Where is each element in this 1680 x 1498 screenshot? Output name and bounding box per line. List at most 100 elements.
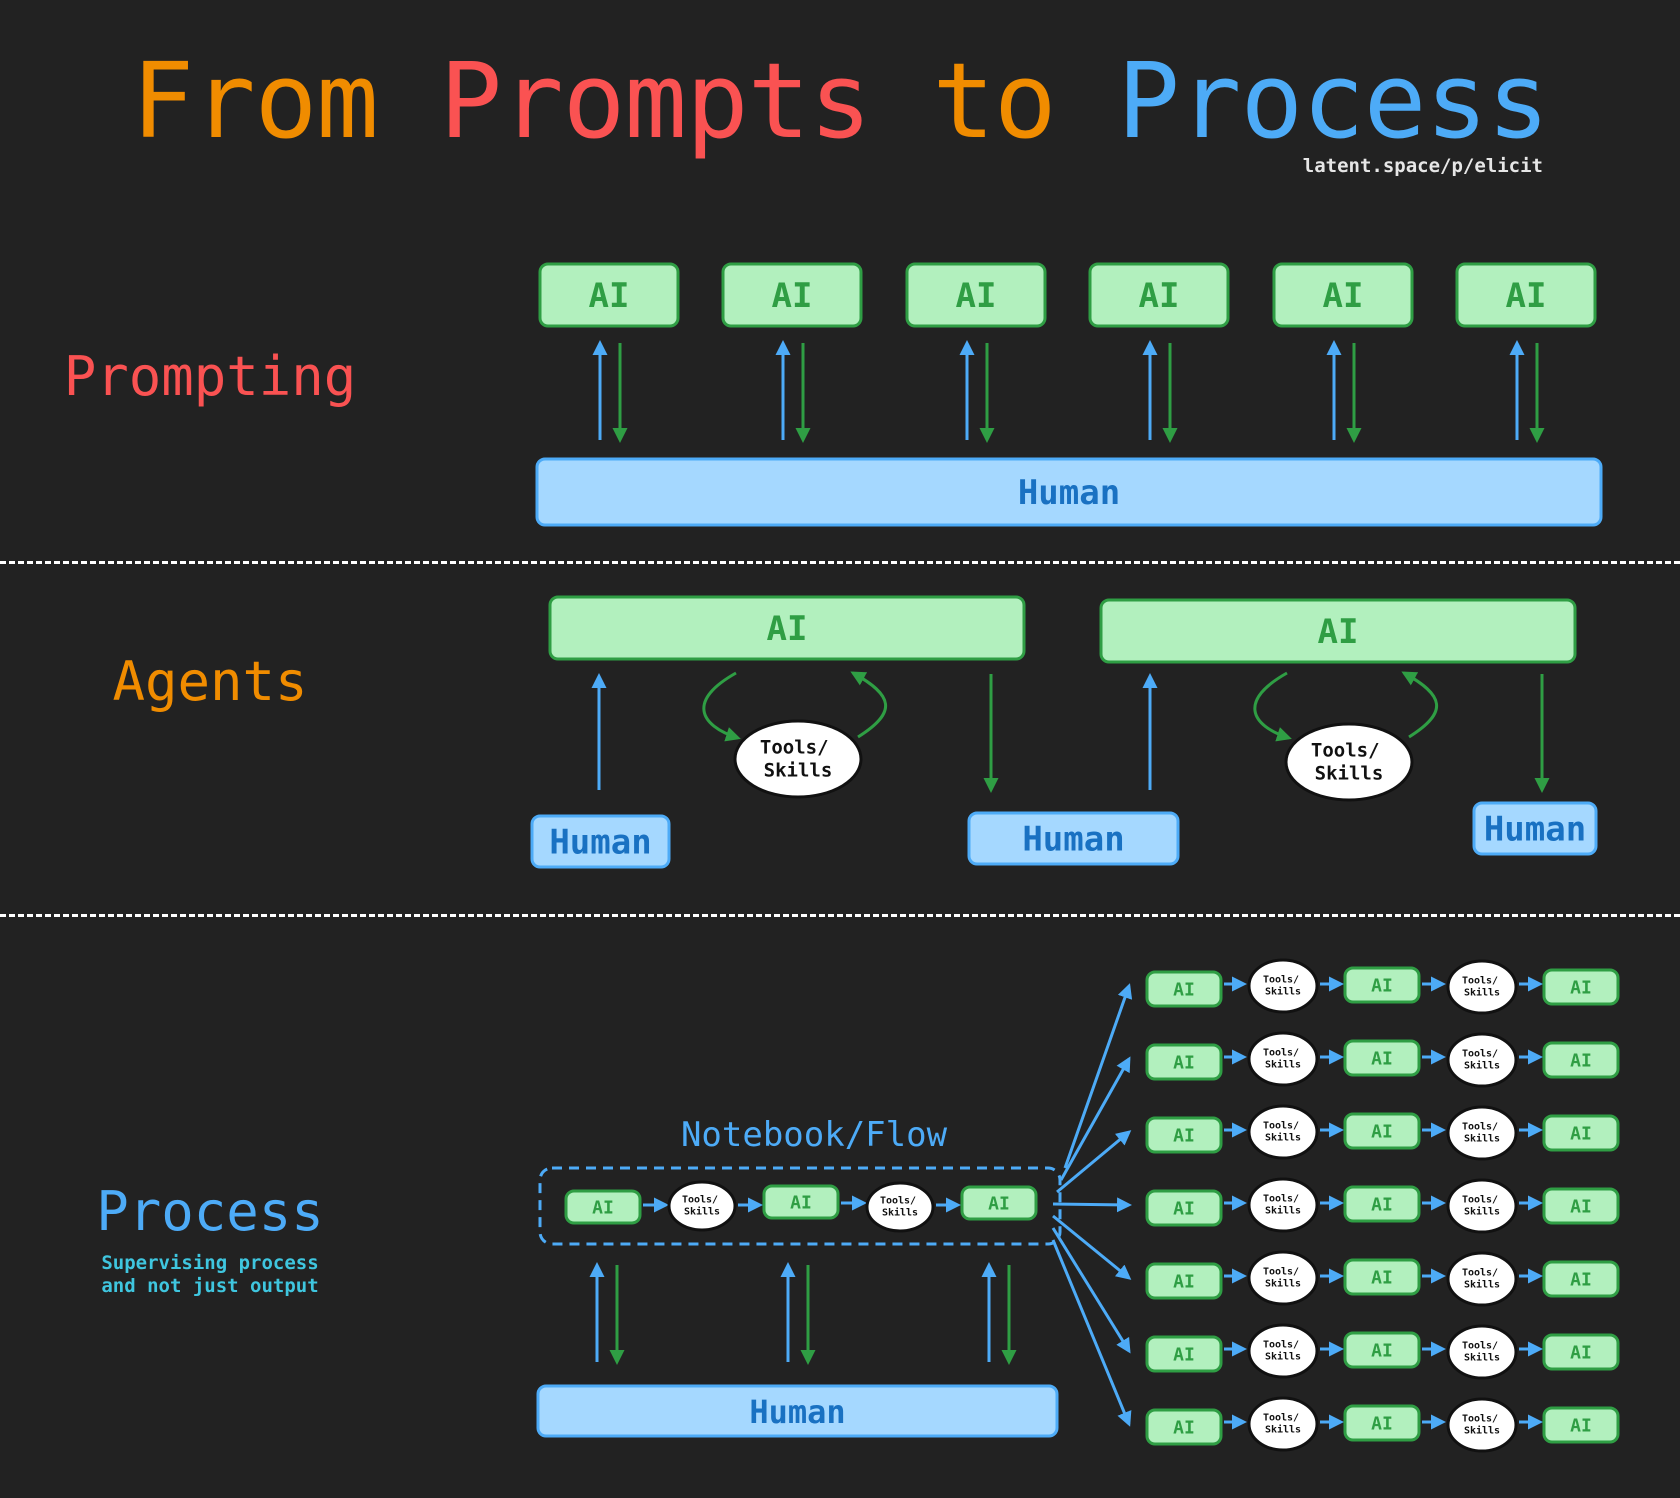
chain-ai-node: AI: [1343, 1331, 1421, 1369]
ai-box: [960, 1185, 1038, 1221]
page-title: From Prompts to Process: [0, 40, 1680, 162]
tools-label-line1: Tools/: [1263, 1048, 1299, 1059]
chain-tools-node: Tools/Skills: [1247, 1323, 1319, 1379]
chain-ai-node: AI: [1343, 1039, 1421, 1077]
process-subtitle-line1: Supervising process: [101, 1252, 319, 1274]
prompting-ai-node: AI: [1455, 262, 1597, 328]
ai-label: AI: [1570, 1197, 1592, 1218]
chain-ai-node: AI: [1145, 970, 1223, 1008]
fan-out-arrow: [1056, 1130, 1132, 1194]
process-subtitle: Supervising process and not just output: [60, 1252, 360, 1298]
tools-label-line2: Skills: [1464, 1133, 1500, 1145]
chain-ai-node: AI: [1145, 1408, 1223, 1446]
tools-label-line1: Tools/: [1462, 1268, 1498, 1279]
section-divider-2: [0, 914, 1680, 917]
section-divider-1: [0, 561, 1680, 564]
ai-label: AI: [1173, 1345, 1195, 1366]
ai-label: AI: [592, 1198, 614, 1219]
ai-label: AI: [1506, 276, 1547, 316]
chain-tools-node: Tools/Skills: [1247, 1104, 1319, 1160]
notebook-ai-node: AI: [762, 1184, 840, 1220]
tools-label-line1: Tools/: [1462, 976, 1498, 987]
tools-label-line2: Skills: [882, 1207, 918, 1219]
ai-box: [1145, 1189, 1223, 1227]
tools-label-line2: Skills: [1265, 1059, 1301, 1071]
ai-label: AI: [1173, 1126, 1195, 1147]
chain-ai-node: AI: [1343, 1258, 1421, 1296]
ai-label: AI: [589, 276, 630, 316]
ai-label: AI: [1570, 1124, 1592, 1145]
tools-label-line2: Skills: [1265, 986, 1301, 998]
chain-ai-node: AI: [1343, 1404, 1421, 1442]
title-part-process: Process: [1117, 40, 1549, 162]
ai-box: [1272, 262, 1414, 328]
chain-tools-node: Tools/Skills: [1247, 1250, 1319, 1306]
tools-ellipse: [1446, 959, 1518, 1015]
human-box: [1472, 801, 1598, 856]
ai-label: AI: [1371, 1268, 1393, 1289]
chain-ai-node: AI: [1542, 968, 1620, 1006]
tools-ellipse: [1247, 1250, 1319, 1306]
ai-box: [1343, 1039, 1421, 1077]
notebook-flow-label: Notebook/Flow: [681, 1115, 948, 1155]
ai-label: AI: [1323, 276, 1364, 316]
ai-box: [762, 1184, 840, 1220]
prompting-ai-node: AI: [1088, 262, 1230, 328]
tools-label-line1: Tools/: [880, 1196, 916, 1207]
ai-label: AI: [1173, 1199, 1195, 1220]
ai-box: [1343, 1258, 1421, 1296]
tools-label-line2: Skills: [1265, 1132, 1301, 1144]
chain-tools-node: Tools/Skills: [1446, 959, 1518, 1015]
ai-box: [1145, 1408, 1223, 1446]
tools-ellipse: [1247, 1396, 1319, 1452]
ai-label: AI: [790, 1193, 812, 1214]
ai-label: AI: [1173, 1418, 1195, 1439]
chain-ai-node: AI: [1145, 1043, 1223, 1081]
agent-human-node: Human: [1472, 801, 1598, 856]
tools-ellipse: [1446, 1178, 1518, 1234]
tools-label-line1: Tools/: [1462, 1122, 1498, 1133]
ai-label: AI: [1173, 1272, 1195, 1293]
chain-ai-node: AI: [1343, 1185, 1421, 1223]
fan-out-arrow: [1063, 983, 1133, 1169]
ai-box: [1145, 970, 1223, 1008]
prompting-ai-node: AI: [538, 262, 680, 328]
ai-box: [1145, 1335, 1223, 1373]
section-label-prompting: Prompting: [63, 345, 357, 408]
chain-tools-node: Tools/Skills: [1247, 1177, 1319, 1233]
process-human-bar: Human: [536, 1384, 1059, 1438]
agent-human-node: Human: [967, 811, 1180, 866]
chain-ai-node: AI: [1343, 1112, 1421, 1150]
ai-label: AI: [1371, 1122, 1393, 1143]
tools-ellipse: [1247, 1177, 1319, 1233]
ai-box: [1343, 1112, 1421, 1150]
fan-out-arrow: [1052, 1214, 1132, 1280]
ai-box: [1542, 1041, 1620, 1079]
fan-out-arrow: [1051, 1227, 1131, 1354]
ai-label: AI: [1570, 1270, 1592, 1291]
source-link[interactable]: latent.space/p/elicit: [1302, 155, 1543, 177]
ai-box: [548, 595, 1026, 661]
tools-label-line2: Skills: [1464, 1425, 1500, 1437]
fan-out-arrow: [1051, 1239, 1132, 1427]
tools-label-line2: Skills: [1265, 1351, 1301, 1363]
tools-ellipse: [1247, 1104, 1319, 1160]
tools-label-line1: Tools/: [1263, 1267, 1299, 1278]
tools-ellipse: [1247, 958, 1319, 1014]
fan-out-arrow: [1059, 1056, 1131, 1181]
notebook-ai-node: AI: [564, 1189, 642, 1225]
ai-label: AI: [1570, 1343, 1592, 1364]
chain-ai-node: AI: [1542, 1260, 1620, 1298]
tools-ellipse: [1446, 1397, 1518, 1453]
agent-tools-node: Tools/Skills: [1284, 722, 1414, 802]
tools-label-line2: Skills: [1464, 987, 1500, 999]
ai-label: AI: [1570, 978, 1592, 999]
ai-label: AI: [1371, 1414, 1393, 1435]
ai-label: AI: [1371, 1195, 1393, 1216]
ai-box: [1145, 1116, 1223, 1154]
process-subtitle-line2: and not just output: [101, 1275, 319, 1297]
